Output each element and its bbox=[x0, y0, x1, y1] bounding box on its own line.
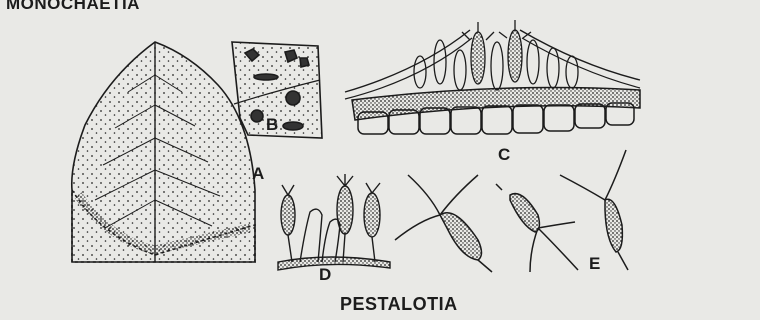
figure-label-b: B bbox=[266, 115, 278, 135]
leaf-drawing-a bbox=[72, 42, 255, 262]
figure-label-a: A bbox=[252, 164, 264, 184]
figure-label-c: C bbox=[498, 145, 510, 165]
conidia-drawing-d bbox=[278, 174, 390, 270]
acervulus-section-drawing-c bbox=[345, 20, 640, 134]
figure-label-d: D bbox=[319, 265, 331, 285]
figure-label-e: E bbox=[589, 254, 600, 274]
